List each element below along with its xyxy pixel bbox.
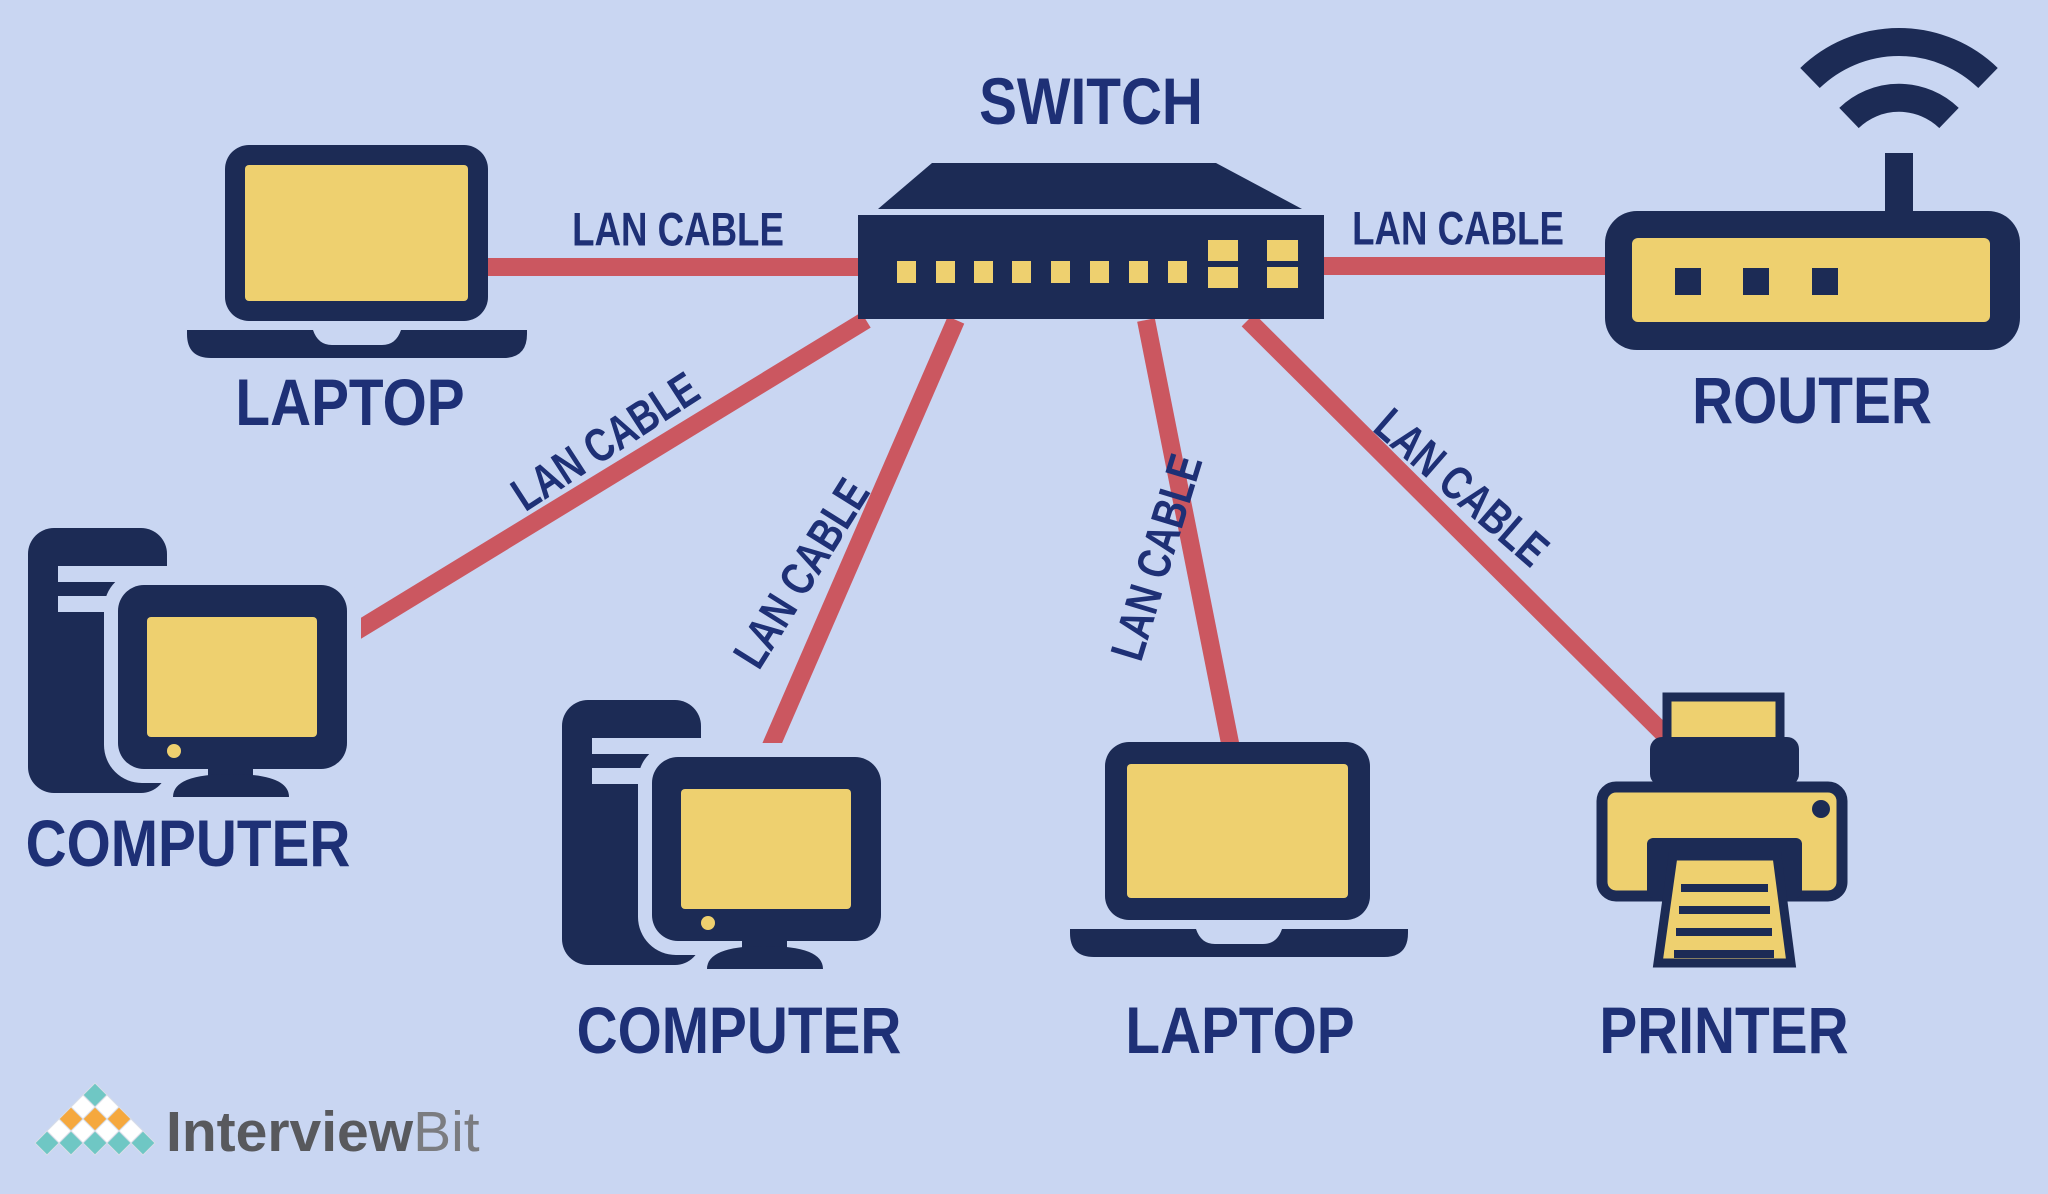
- wifi-signal-icon: [1800, 28, 1998, 129]
- cable-laptop-bottom: [1137, 318, 1240, 750]
- router-icon: [1605, 28, 2020, 350]
- laptop-bottom-label: LAPTOP: [1125, 993, 1355, 1067]
- interviewbit-logo-mark: [34, 1082, 156, 1156]
- lan-cable-label-router: LAN CABLE: [1352, 201, 1564, 255]
- cable-computer-center: [755, 316, 965, 766]
- computer-left-label: COMPUTER: [25, 806, 351, 880]
- laptop-top-label: LAPTOP: [235, 365, 465, 439]
- logo-text-bit: Bit: [413, 1100, 480, 1164]
- router-label: ROUTER: [1692, 363, 1932, 437]
- router-antenna: [1885, 153, 1913, 215]
- printer-power-light: [1812, 800, 1830, 818]
- printer-label: PRINTER: [1599, 993, 1849, 1067]
- switch-label: SWITCH: [979, 64, 1203, 138]
- lan-cable-label-laptop-top: LAN CABLE: [572, 202, 784, 256]
- switch-icon: [858, 163, 1324, 319]
- laptop-bottom-icon: [1070, 742, 1408, 957]
- computer-left-icon: [28, 528, 361, 797]
- switch-ports: [897, 240, 1298, 288]
- logo-text-interview: Interview: [166, 1100, 414, 1164]
- computer-center-icon: [562, 700, 895, 969]
- laptop-top-icon: [187, 145, 527, 358]
- lan-cables: [340, 257, 1681, 766]
- printer-icon: [1596, 692, 1848, 968]
- computer-center-label: COMPUTER: [576, 993, 902, 1067]
- interviewbit-logo-text: InterviewBit: [166, 1096, 480, 1168]
- cable-printer: [1241, 313, 1681, 751]
- cable-computer-left: [340, 312, 871, 646]
